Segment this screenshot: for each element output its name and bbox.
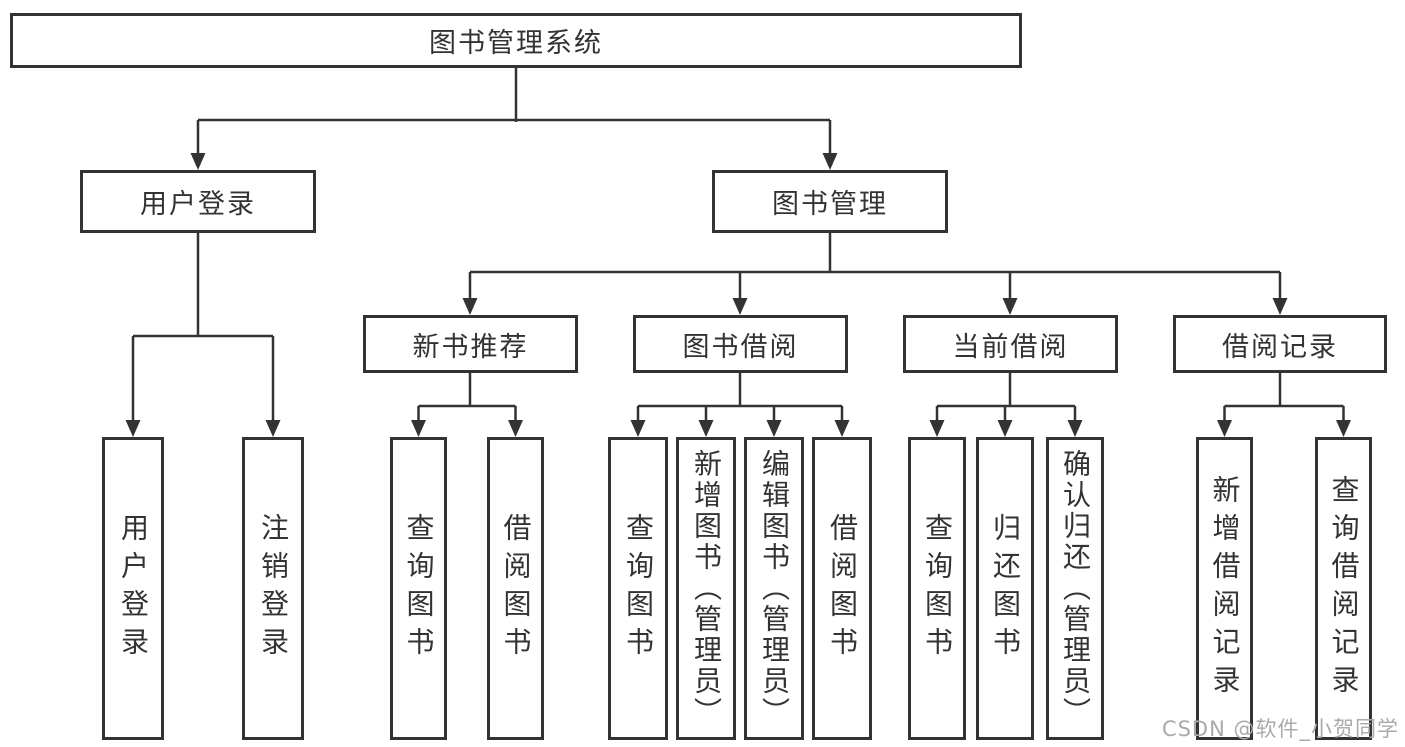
- node-leaf-confirm-return-admin: 确认归还（管理员）: [1046, 437, 1104, 740]
- node-new-book-recommendation: 新书推荐: [363, 315, 578, 373]
- node-leaf-query-books-borrow: 查询图书: [608, 437, 668, 740]
- node-user-login: 用户登录: [80, 170, 316, 233]
- node-current-borrowing: 当前借阅: [903, 315, 1118, 373]
- node-library-management-system: 图书管理系统: [10, 13, 1022, 68]
- node-leaf-edit-book-admin: 编辑图书（管理员）: [744, 437, 804, 740]
- node-leaf-query-books-current: 查询图书: [908, 437, 966, 740]
- watermark: CSDN @软件_小贺同学: [1161, 717, 1399, 741]
- node-leaf-add-book-admin: 新增图书（管理员）: [676, 437, 736, 740]
- connector-path: [131, 68, 1345, 424]
- node-leaf-query-borrow-record: 查询借阅记录: [1315, 437, 1372, 740]
- node-leaf-add-borrow-record: 新增借阅记录: [1196, 437, 1253, 740]
- node-book-management: 图书管理: [712, 170, 948, 233]
- node-leaf-user-login: 用户登录: [102, 437, 164, 740]
- node-leaf-return-books: 归还图书: [976, 437, 1034, 740]
- node-book-borrowing: 图书借阅: [633, 315, 848, 373]
- node-leaf-borrow-books: 借阅图书: [812, 437, 872, 740]
- node-leaf-logout: 注销登录: [242, 437, 304, 740]
- node-leaf-borrow-books-recommend: 借阅图书: [487, 437, 544, 740]
- node-leaf-query-books-recommend: 查询图书: [390, 437, 447, 740]
- node-borrowing-records: 借阅记录: [1173, 315, 1387, 373]
